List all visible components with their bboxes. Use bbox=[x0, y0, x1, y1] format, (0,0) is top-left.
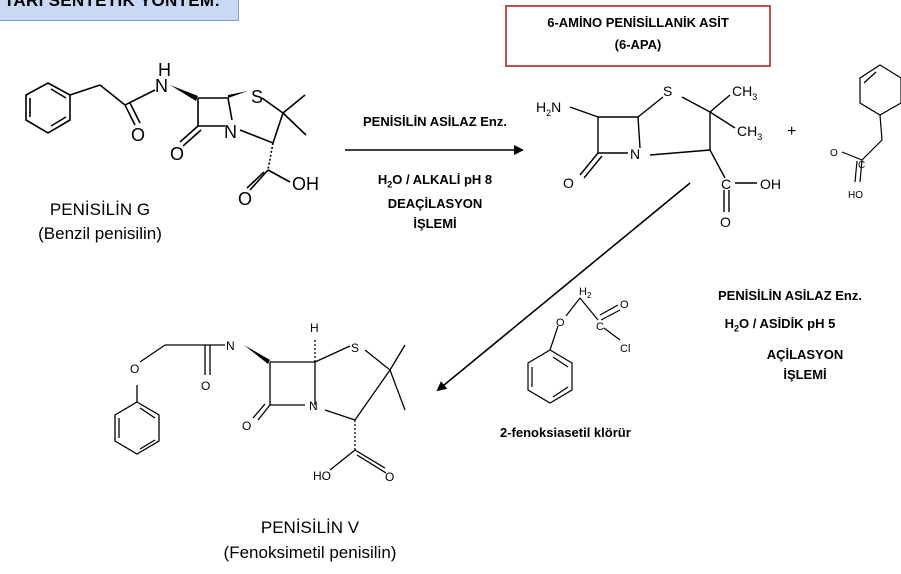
step2-process: AÇİLASYON bbox=[766, 347, 844, 362]
atom-s-v: S bbox=[351, 341, 359, 355]
atom-cl-rg: Cl bbox=[620, 343, 630, 355]
atom-o-g3: O bbox=[238, 189, 252, 209]
reaction-arrow-2 bbox=[436, 182, 691, 392]
plus-sign: + bbox=[787, 123, 796, 140]
penicillin-v-label: PENİSİLİN V bbox=[260, 518, 360, 537]
apa-structure bbox=[569, 94, 757, 212]
page-title: TARİ SENTETİK YÖNTEM: bbox=[4, 0, 221, 10]
atom-o-rg: O bbox=[556, 317, 565, 329]
apa-label-box: 6-AMİNO PENİSİLLANİK ASİT (6-APA) bbox=[505, 5, 771, 67]
reagent-label: 2-fenoksiasetil klörür bbox=[500, 425, 631, 440]
atom-n-apa: N bbox=[630, 146, 640, 162]
step2-process-2: İŞLEMİ bbox=[783, 367, 827, 382]
step1-process-2: İŞLEMİ bbox=[413, 216, 457, 231]
atom-oh-g: OH bbox=[292, 174, 319, 194]
atom-h-v: H bbox=[310, 321, 319, 335]
atom-h2-rg: H2 bbox=[579, 286, 592, 300]
phenylacetic-acid-structure bbox=[841, 64, 901, 183]
penicillin-g-label: PENİSİLİN G bbox=[49, 200, 151, 219]
atom-s-g: S bbox=[251, 87, 263, 107]
atom-o-apa-2: O bbox=[720, 214, 731, 230]
atom-ho-v: HO bbox=[313, 469, 331, 483]
atom-o-v3: O bbox=[242, 419, 251, 433]
atom-o2-rg: O bbox=[620, 299, 629, 311]
step1-conditions: H2O / ALKALİ pH 8 bbox=[377, 172, 493, 190]
benzene-ring-g bbox=[25, 82, 71, 134]
atom-o-pa: O bbox=[830, 148, 838, 159]
atom-oh-apa: OH bbox=[760, 176, 781, 192]
penicillin-g-sub: (Benzil penisilin) bbox=[38, 224, 162, 243]
atom-o-v2: O bbox=[201, 379, 210, 393]
step1-process: DEAÇİLASYON bbox=[387, 196, 483, 211]
step2-enzyme: PENİSİLİN ASİLAZ Enz. bbox=[718, 288, 862, 303]
penicillin-v-sub: (Fenoksimetil penisilin) bbox=[223, 543, 397, 562]
atom-h-g: H bbox=[158, 60, 171, 80]
step2-conditions: H2O / ASİDİK pH 5 bbox=[724, 316, 836, 334]
atom-o-v1: O bbox=[130, 362, 139, 376]
title-banner bbox=[0, 0, 239, 21]
step1-enzyme: PENİSİLİN ASİLAZ Enz. bbox=[363, 114, 507, 129]
atom-n-ring-g: N bbox=[224, 122, 237, 142]
atom-ch3-apa-2: CH3 bbox=[737, 123, 762, 142]
reagent-structure bbox=[527, 297, 621, 404]
atom-h2n-apa: H2N bbox=[536, 99, 561, 118]
atom-o-v4: O bbox=[385, 470, 394, 484]
atom-o-g1: O bbox=[131, 125, 145, 145]
atom-c-pa: C bbox=[858, 160, 865, 171]
atom-c-apa: C bbox=[721, 176, 731, 192]
atom-o-g2: O bbox=[170, 144, 184, 164]
penicillin-g-structure bbox=[25, 82, 307, 191]
atom-ch3-apa-1: CH3 bbox=[732, 83, 757, 102]
penicillin-v-structure bbox=[114, 340, 406, 474]
atom-s-apa: S bbox=[663, 83, 672, 99]
apa-abbrev: (6-APA) bbox=[614, 37, 662, 52]
atom-n-v: N bbox=[226, 339, 235, 353]
atom-o-apa-1: O bbox=[563, 175, 574, 191]
atom-n-ring-v: N bbox=[309, 399, 318, 413]
apa-name: 6-AMİNO PENİSİLLANİK ASİT bbox=[547, 15, 729, 30]
atom-c-rg: C bbox=[596, 321, 604, 333]
atom-ho-pa: HO bbox=[848, 190, 863, 201]
atom-n-g: N bbox=[155, 76, 168, 96]
